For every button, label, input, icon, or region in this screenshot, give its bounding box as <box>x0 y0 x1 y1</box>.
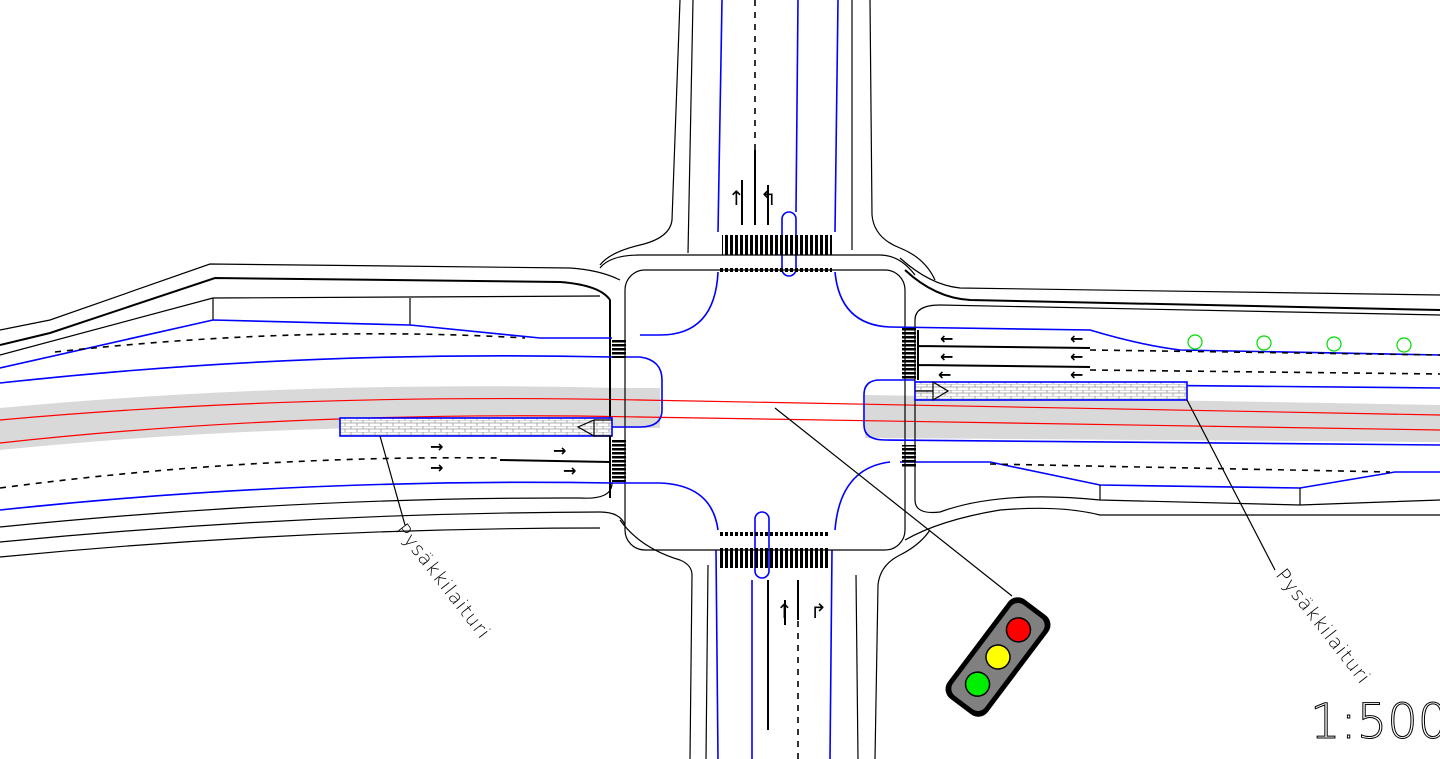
scale-label: 1:500 <box>1310 694 1440 750</box>
lane-arrow-icon: ← <box>1070 347 1083 366</box>
crosswalk-north <box>722 235 832 255</box>
traffic-light-icon <box>945 597 1051 717</box>
lane-arrow-icon: ← <box>940 329 953 348</box>
tree-icon <box>1256 335 1272 351</box>
east-road: ← ← ← ← ← ← <box>889 257 1440 541</box>
crosswalk-south <box>720 548 830 568</box>
tree-icon <box>1396 337 1412 353</box>
lane-arrow-icon: ↑ <box>728 186 745 210</box>
lane-arrow-icon: ↑ <box>776 599 793 623</box>
lane-arrow-icon: ← <box>1070 329 1083 348</box>
lane-arrow-icon: → <box>430 437 443 456</box>
lane-arrow-icon: ↰ <box>760 186 777 210</box>
north-road: ↑ ↰ <box>599 0 936 281</box>
stop-platform-west <box>339 417 613 437</box>
tram-corridor <box>0 386 1440 450</box>
stop-platform-label-left: Pysäkkilaituri <box>391 520 495 644</box>
lane-arrow-icon: → <box>563 461 576 480</box>
trees <box>1187 334 1412 353</box>
intersection <box>599 254 1440 551</box>
west-road: → → → → <box>0 263 626 558</box>
lane-arrow-icon: ↱ <box>810 599 827 623</box>
south-road: ↑ ↱ <box>619 511 931 759</box>
lane-arrow-icon: ← <box>1070 365 1083 384</box>
stop-platform-east <box>914 381 1188 401</box>
lane-arrow-icon: → <box>553 441 566 460</box>
tree-icon <box>1326 336 1342 352</box>
tree-icon <box>1187 334 1203 350</box>
lane-arrow-icon: ← <box>940 347 953 366</box>
stop-platform-label-right: Pysäkkilaituri <box>1271 565 1375 689</box>
lane-arrow-icon: ← <box>938 365 951 384</box>
lane-arrow-icon: → <box>430 458 443 477</box>
